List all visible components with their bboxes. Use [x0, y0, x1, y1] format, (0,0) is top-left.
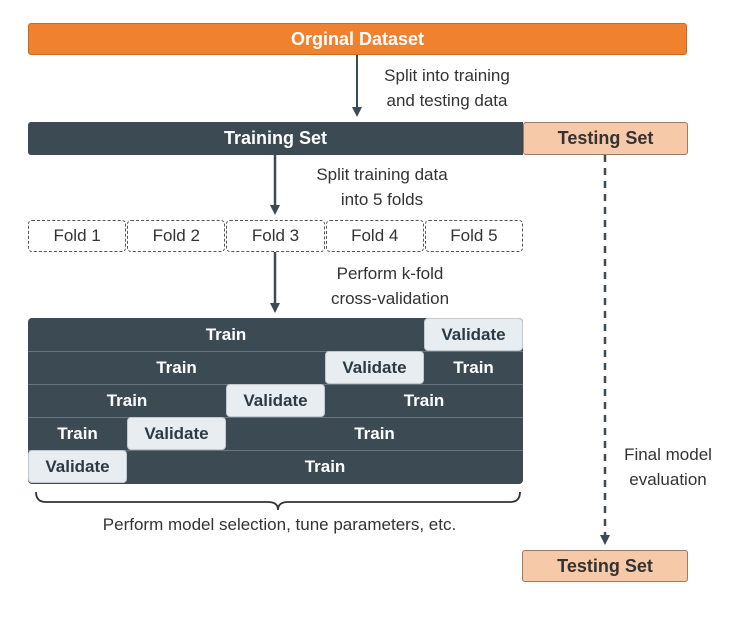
kfold-note: Perform k-fold cross-validation: [305, 261, 475, 311]
train-segment: Train: [354, 423, 395, 443]
fold-label: Fold 3: [251, 226, 300, 245]
validate-segment: Validate: [325, 351, 424, 384]
testing-set-label-bottom: Testing Set: [557, 555, 653, 576]
fold-box-4: Fold 4: [325, 220, 424, 252]
testing-set-box-bottom: Testing Set: [522, 550, 688, 582]
fold-label: Fold 5: [450, 226, 498, 245]
curly-brace: [35, 491, 521, 511]
training-set-label: Training Set: [223, 128, 328, 148]
split-note-line-2: and testing data: [386, 91, 508, 110]
cv-row-3: Train Validate Train: [28, 384, 523, 418]
folds-note: Split training data into 5 folds: [297, 162, 467, 212]
folds-row: Fold 1 Fold 2 Fold 3 Fold 4 Fold 5: [28, 220, 524, 252]
train-segment: Train: [403, 390, 445, 410]
model-selection-note: Perform model selection, tune parameters…: [102, 515, 457, 534]
kfold-note-line-1: Perform k-fold: [336, 264, 444, 283]
training-set-bar: Training Set: [28, 122, 523, 155]
train-segment: Train: [57, 423, 98, 443]
final-evaluation-note: Final model evaluation: [606, 442, 730, 492]
cv-row-5: Validate Train: [28, 450, 523, 483]
validate-segment: Validate: [424, 318, 523, 351]
cv-row-4: Train Validate Train: [28, 417, 523, 451]
validate-segment: Validate: [127, 417, 226, 450]
fold-label: Fold 1: [53, 226, 101, 245]
train-segment: Train: [156, 357, 197, 377]
train-segment: Train: [205, 324, 247, 344]
cv-row-2: Train Validate Train: [28, 351, 523, 385]
testing-set-box-top: Testing Set: [523, 122, 688, 155]
fold-box-1: Fold 1: [28, 220, 127, 252]
folds-note-line-2: into 5 folds: [340, 190, 424, 209]
fold-box-3: Fold 3: [226, 220, 325, 252]
testing-set-label-top: Testing Set: [557, 128, 654, 148]
final-note-line-2: evaluation: [629, 470, 707, 489]
folds-note-line-1: Split training data: [316, 165, 448, 184]
train-segment: Train: [304, 456, 346, 476]
original-dataset-label: Orginal Dataset: [290, 28, 425, 49]
fold-label: Fold 2: [152, 226, 200, 245]
cv-row-1: Train Validate: [28, 318, 523, 352]
final-note-line-1: Final model: [624, 445, 712, 464]
fold-box-5: Fold 5: [424, 220, 524, 252]
kfold-note-line-2: cross-validation: [330, 289, 450, 308]
train-segment: Train: [453, 357, 494, 377]
fold-label: Fold 4: [351, 226, 399, 245]
split-note-line-1: Split into training: [384, 66, 510, 85]
validate-segment: Validate: [28, 450, 127, 483]
original-dataset-bar: Orginal Dataset: [28, 23, 687, 55]
train-segment: Train: [106, 390, 148, 410]
split-note: Split into training and testing data: [362, 63, 532, 113]
validate-segment: Validate: [226, 384, 325, 417]
fold-box-2: Fold 2: [127, 220, 226, 252]
